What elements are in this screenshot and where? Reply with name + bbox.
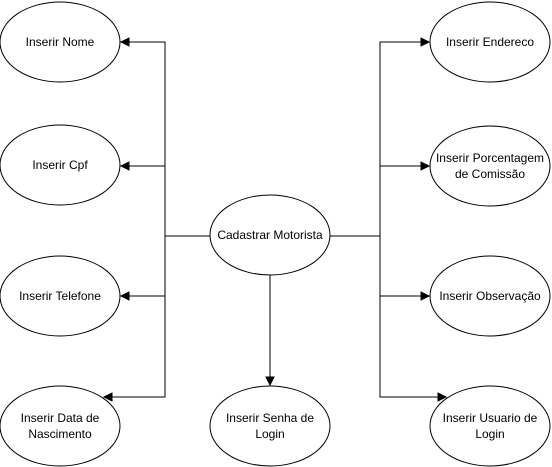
edges-layer — [102, 37, 448, 402]
edge-center-to-comissao — [330, 165, 429, 237]
arrowhead-senha — [265, 376, 275, 387]
arrowhead-usuario — [437, 392, 448, 402]
use-case-inserir-endereco — [429, 1, 551, 83]
arrowhead-nome — [119, 37, 130, 47]
edge-center-to-cpf — [121, 165, 210, 237]
edge-center-to-usuario — [330, 235, 446, 398]
use-case-inserir-usuario-login — [429, 385, 551, 467]
use-case-inserir-telefone — [0, 255, 121, 337]
arrowhead-nascimento — [102, 392, 113, 402]
arrowhead-comissao — [420, 161, 431, 171]
arrowhead-cpf — [119, 161, 130, 171]
use-case-cadastrar-motorista — [209, 194, 331, 276]
use-case-inserir-cpf — [0, 124, 121, 206]
use-case-inserir-nome — [0, 1, 121, 83]
use-case-inserir-senha-login — [209, 385, 331, 467]
edge-center-to-nascimento — [104, 235, 210, 398]
arrowhead-telefone — [119, 291, 130, 301]
arrowhead-endereco — [420, 37, 431, 47]
use-case-inserir-porcentagem-comissao — [429, 125, 551, 207]
arrowhead-observacao — [420, 291, 431, 301]
use-case-inserir-data-nascimento — [0, 385, 121, 467]
use-case-inserir-observacao — [429, 255, 551, 337]
